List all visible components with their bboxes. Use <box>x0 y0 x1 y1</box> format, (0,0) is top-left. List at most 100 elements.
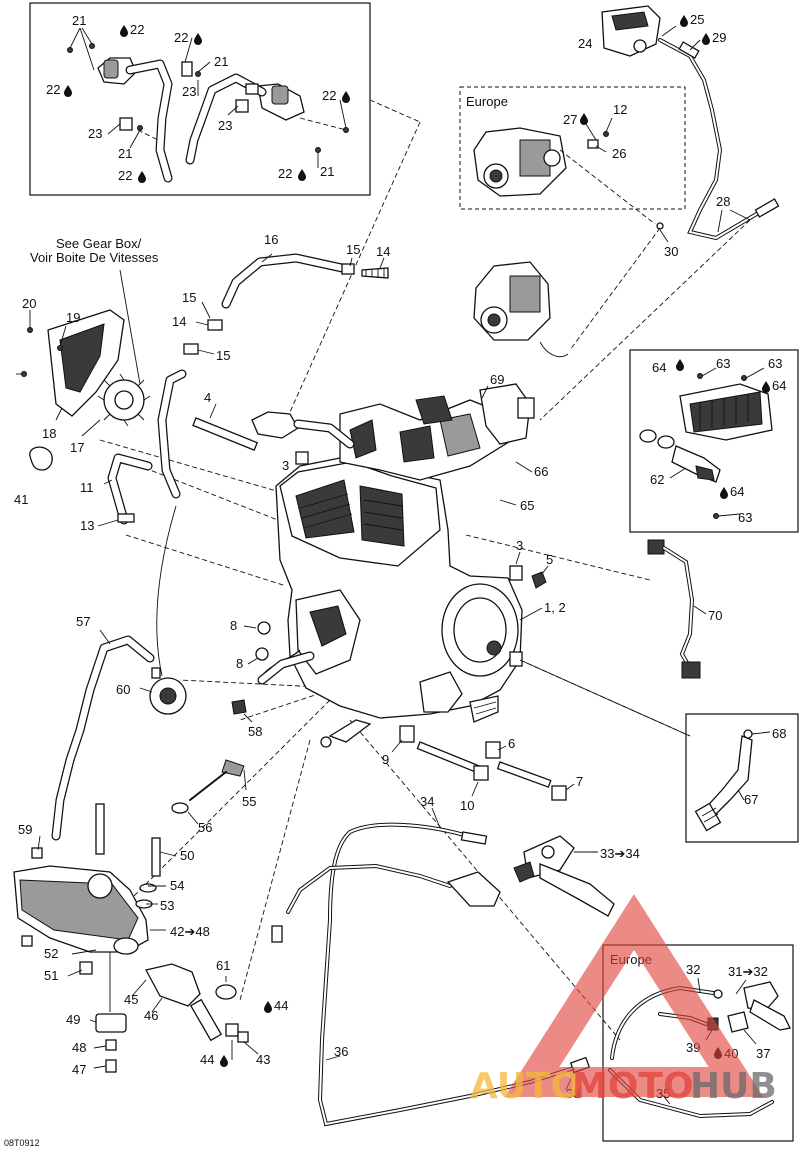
callout-52: 52 <box>44 946 58 961</box>
sensor-harness <box>647 539 701 679</box>
callout-47: 47 <box>72 1062 86 1077</box>
drop-icon <box>580 113 588 125</box>
drop-icon <box>120 25 128 37</box>
callout-23: 23 <box>88 126 102 141</box>
callout-8: 8 <box>230 618 237 633</box>
callout-16: 16 <box>264 232 278 247</box>
drop-icon <box>194 33 202 45</box>
callout-15: 15 <box>346 242 360 257</box>
callout-64: 64 <box>652 360 666 375</box>
mount-bolts <box>399 725 567 801</box>
callout-65: 65 <box>520 498 534 513</box>
drop-icon <box>720 487 728 499</box>
callout-21: 21 <box>320 164 334 179</box>
ignition-coil-parts <box>67 27 349 183</box>
shift-lever-inset-frame <box>685 713 799 843</box>
callout-70: 70 <box>708 608 722 623</box>
callout-62: 62 <box>650 472 664 487</box>
callout-7: 7 <box>576 774 583 789</box>
callout-8: 8 <box>236 656 243 671</box>
drop-icon <box>138 171 146 183</box>
callout-67: 67 <box>744 792 758 807</box>
callout-14: 14 <box>376 244 390 259</box>
callout-44: 44 <box>274 998 288 1013</box>
callout-18: 18 <box>42 426 56 441</box>
callout-12: 12 <box>613 102 627 117</box>
callout-13: 13 <box>80 518 94 533</box>
watermark-moto: MOTO <box>572 1066 694 1107</box>
callout-26: 26 <box>612 146 626 161</box>
callout-63: 63 <box>716 356 730 371</box>
callout-60: 60 <box>116 682 130 697</box>
callout-56: 56 <box>198 820 212 835</box>
callout-20: 20 <box>22 296 36 311</box>
callout-22: 22 <box>322 88 336 103</box>
callout-55: 55 <box>242 794 256 809</box>
callout-29: 29 <box>712 30 726 45</box>
clutch-lever <box>513 835 615 917</box>
throttle-body <box>473 261 569 358</box>
callout-24: 24 <box>578 36 592 51</box>
callout-63: 63 <box>768 356 782 371</box>
watermark-auto: AUTO <box>470 1066 581 1107</box>
europe-throttle-inset-frame <box>459 86 686 210</box>
callout-5: 5 <box>546 552 553 567</box>
breather-hose <box>51 505 187 841</box>
oil-hoses <box>29 253 389 527</box>
callout-28: 28 <box>716 194 730 209</box>
shift-drum-inset-frame <box>629 349 799 533</box>
throttle-housing <box>601 5 780 241</box>
callout-36: 36 <box>334 1044 348 1059</box>
drop-icon <box>264 1001 272 1013</box>
ignition-inset-callouts: 21 22 22 22 21 23 23 23 21 22 22 22 21 <box>46 13 350 183</box>
drop-icon <box>220 1055 228 1067</box>
callout-53: 53 <box>160 898 174 913</box>
callout-25: 25 <box>690 12 704 27</box>
callout-46: 46 <box>144 1008 158 1023</box>
callout-42-48: 42➔48 <box>170 924 210 939</box>
callout-11: 11 <box>80 480 94 495</box>
callout-10: 10 <box>460 798 474 813</box>
callout-22: 22 <box>46 82 60 97</box>
europe-label: Europe <box>466 94 508 109</box>
callout-3: 3 <box>516 538 523 553</box>
callout-34: 34 <box>420 794 434 809</box>
drawing-code: 08T0912 <box>4 1138 40 1148</box>
callout-64: 64 <box>772 378 786 393</box>
callout-21: 21 <box>118 146 132 161</box>
engine-assembly <box>251 383 691 748</box>
callout-37: 37 <box>756 1046 770 1061</box>
callout-51: 51 <box>44 968 58 983</box>
callout-6: 6 <box>508 736 515 751</box>
callout-49: 49 <box>66 1012 80 1027</box>
watermark-hub: HUB <box>690 1066 777 1107</box>
drop-icon <box>64 85 72 97</box>
callout-33-34: 33➔34 <box>600 846 640 861</box>
callout-22: 22 <box>174 30 188 45</box>
callout-27: 27 <box>563 112 577 127</box>
callout-54: 54 <box>170 878 184 893</box>
callout-1-2: 1, 2 <box>544 600 566 615</box>
callout-66: 66 <box>534 464 548 479</box>
callout-32: 32 <box>686 962 700 977</box>
callout-58: 58 <box>248 724 262 739</box>
callout-3: 3 <box>282 458 289 473</box>
drop-icon <box>762 381 770 393</box>
callout-30: 30 <box>664 244 678 259</box>
ignition-coil-inset-frame <box>29 2 371 196</box>
callout-22: 22 <box>130 22 144 37</box>
callout-21: 21 <box>214 54 228 69</box>
callout-21: 21 <box>72 13 86 28</box>
note-voir-boite: Voir Boite De Vitesses <box>30 250 159 265</box>
temp-sensors <box>171 699 253 825</box>
callout-63: 63 <box>738 510 752 525</box>
callout-57: 57 <box>76 614 90 629</box>
callout-9: 9 <box>382 752 389 767</box>
callout-59: 59 <box>18 822 32 837</box>
callout-61: 61 <box>216 958 230 973</box>
callout-4: 4 <box>204 390 211 405</box>
callout-31-32: 31➔32 <box>728 964 768 979</box>
callout-50: 50 <box>180 848 194 863</box>
drop-icon <box>702 33 710 45</box>
callout-48: 48 <box>72 1040 86 1055</box>
